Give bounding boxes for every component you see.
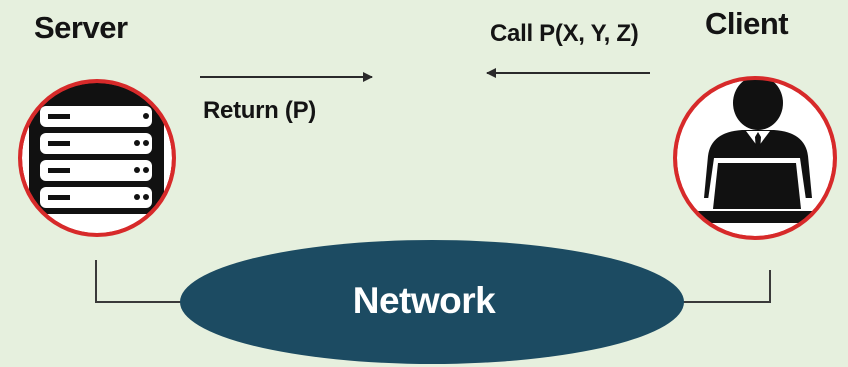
user-laptop-icon xyxy=(696,76,818,223)
network-label: Network xyxy=(352,280,496,321)
server-title: Server xyxy=(34,10,128,45)
client-title: Client xyxy=(705,6,789,41)
server-circle-mask xyxy=(0,0,200,260)
network-node xyxy=(180,240,684,364)
client-node xyxy=(650,40,848,270)
client-circle-mask xyxy=(650,40,848,270)
server-circle-outline xyxy=(18,79,176,237)
call-label: Call P(X, Y, Z) xyxy=(490,20,639,47)
server-node xyxy=(0,0,200,260)
client-circle-outline xyxy=(673,76,837,240)
server-rack-icon xyxy=(29,81,164,235)
return-label: Return (P) xyxy=(203,97,316,124)
